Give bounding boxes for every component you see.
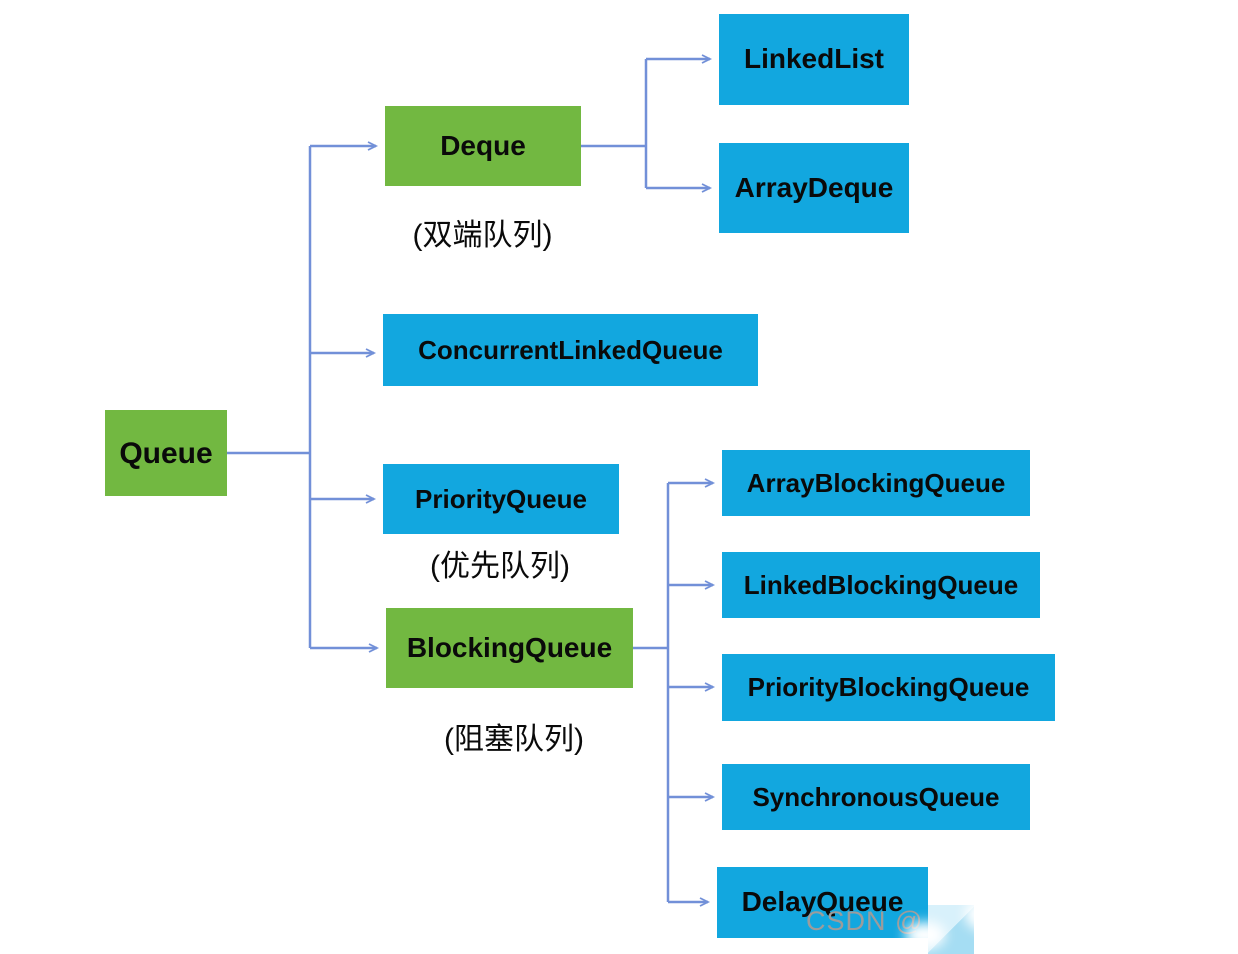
watermark-blur-blob <box>905 922 945 948</box>
node-linkedblockingqueue: LinkedBlockingQueue <box>722 552 1040 618</box>
node-deque: Deque <box>385 106 581 186</box>
node-concurrentlinkedqueue: ConcurrentLinkedQueue <box>383 314 758 386</box>
caption-deque-chinese: (双端队列) <box>412 219 553 252</box>
caption-priorityqueue-chinese: (优先队列) <box>430 550 570 583</box>
node-queue: Queue <box>105 410 227 496</box>
node-priorityqueue: PriorityQueue <box>383 464 619 534</box>
node-arrayblockingqueue: ArrayBlockingQueue <box>722 450 1030 516</box>
node-priorityblockingqueue: PriorityBlockingQueue <box>722 654 1055 721</box>
node-arraydeque: ArrayDeque <box>719 143 909 233</box>
node-linkedlist: LinkedList <box>719 14 909 105</box>
node-delayqueue: DelayQueue <box>717 867 928 938</box>
csdn-watermark-text: CSDN @ <box>806 906 924 936</box>
caption-blockingqueue-chinese: (阻塞队列) <box>444 723 584 756</box>
node-blockingqueue: BlockingQueue <box>386 608 633 688</box>
node-synchronousqueue: SynchronousQueue <box>722 764 1030 830</box>
